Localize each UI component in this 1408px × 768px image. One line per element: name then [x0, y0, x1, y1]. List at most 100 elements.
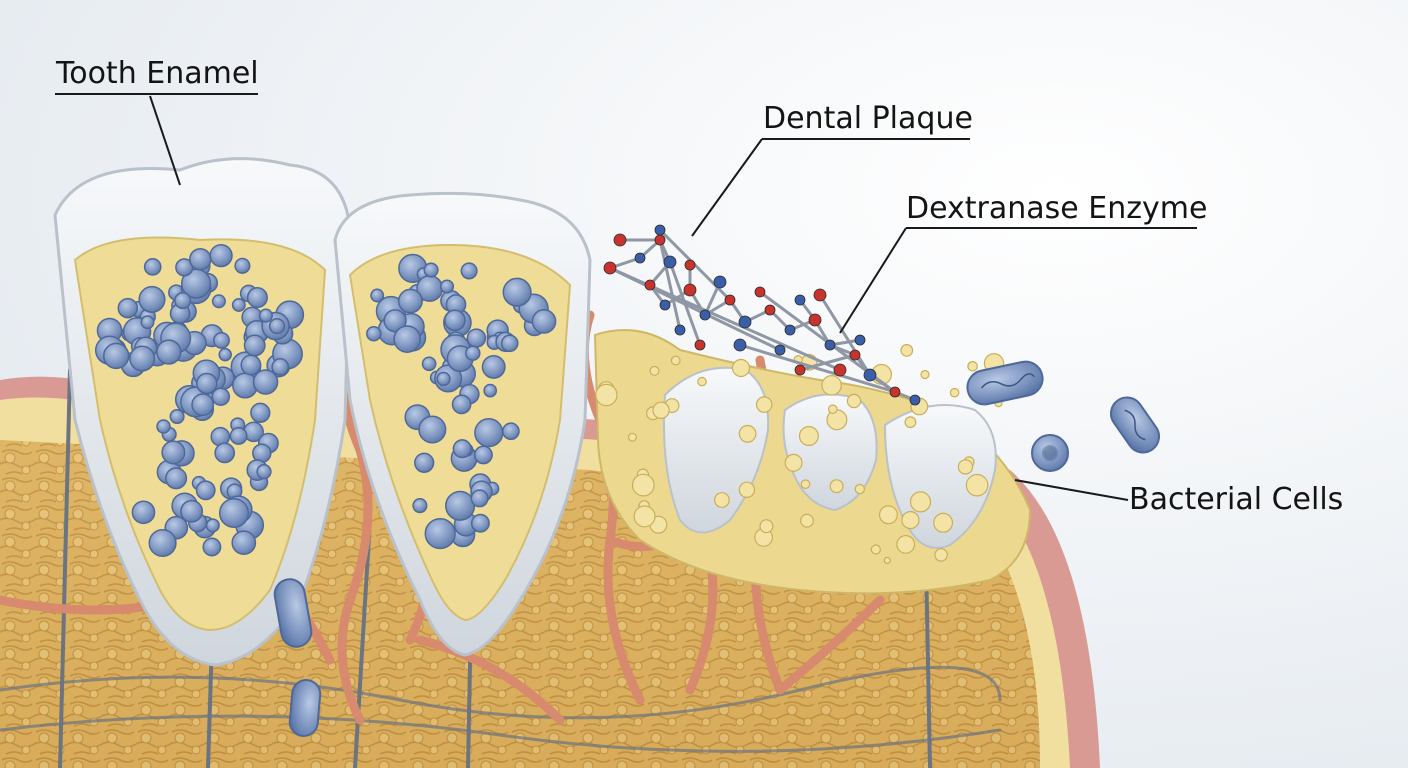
- plaque-granule: [884, 557, 890, 563]
- bacterium-icon: [132, 501, 154, 523]
- molecule-atom: [684, 284, 696, 296]
- bacterium-icon: [260, 309, 273, 322]
- bacterium-icon: [502, 335, 518, 351]
- plaque-granule: [855, 485, 864, 494]
- bacterium-icon: [232, 531, 255, 554]
- bacterium-icon: [503, 423, 519, 439]
- bacterium-icon: [394, 326, 420, 352]
- plaque-granule: [829, 405, 837, 413]
- plaque-granule: [897, 536, 915, 554]
- plaque-granule: [911, 492, 931, 512]
- bacterium-icon: [413, 499, 427, 513]
- bacterium-icon: [532, 310, 555, 333]
- bacterium-icon: [475, 446, 492, 463]
- bacterium-icon: [104, 343, 129, 368]
- molecule-atom: [809, 314, 821, 326]
- bacterium-icon: [503, 278, 531, 306]
- bacterium-icon: [130, 346, 155, 371]
- bacterium-icon: [472, 515, 489, 532]
- molecule-atom: [725, 295, 735, 305]
- bacterium-icon: [270, 319, 285, 334]
- plaque-granule: [739, 482, 754, 497]
- molecule-atom: [604, 262, 616, 274]
- bacterium-icon: [446, 492, 475, 521]
- plaque-granule: [757, 397, 772, 412]
- molecule-atom: [814, 289, 826, 301]
- bacterium-icon: [484, 385, 496, 397]
- label-bacterial-cells: Bacterial Cells: [1129, 482, 1343, 518]
- bacterium-icon: [272, 359, 288, 375]
- plaque-granule: [801, 514, 814, 527]
- bacterium-icon: [197, 481, 215, 499]
- molecule-atom: [855, 335, 865, 345]
- bacterium-icon: [219, 349, 231, 361]
- molecule-atom: [739, 316, 751, 328]
- molecule-atom: [775, 345, 785, 355]
- molecule-atom: [645, 280, 655, 290]
- bacterium-icon: [145, 259, 161, 275]
- bacterium-icon: [467, 329, 485, 347]
- plaque-granule: [847, 394, 860, 407]
- molecule-atom: [660, 300, 670, 310]
- bacterium-icon: [157, 420, 170, 433]
- bacterium-icon: [483, 356, 505, 378]
- bacterium-icon: [453, 395, 471, 413]
- plaque-granule: [629, 433, 637, 441]
- bacterium-icon: [149, 530, 176, 557]
- plaque-granule: [966, 475, 987, 496]
- bacterium-icon: [441, 280, 454, 293]
- molecule-atom: [910, 395, 920, 405]
- molecule-atom: [834, 364, 846, 376]
- molecule-atom: [825, 340, 835, 350]
- bacterium-icon: [445, 310, 465, 330]
- bacterium-icon: [251, 403, 270, 422]
- plaque-granule: [698, 377, 706, 385]
- plaque-granule: [801, 480, 809, 488]
- plaque-granule: [785, 454, 802, 471]
- bacterium-icon: [207, 519, 220, 532]
- bacterium-icon: [157, 340, 181, 364]
- label-tooth-enamel: Tooth Enamel: [56, 56, 259, 92]
- molecule-atom: [655, 235, 665, 245]
- molecule-atom: [664, 256, 676, 268]
- bacterium-icon: [233, 299, 245, 311]
- bacterium-icon: [170, 410, 184, 424]
- bacterium-icon: [215, 443, 234, 462]
- bacterium-icon: [230, 428, 246, 444]
- molecule-atom: [614, 234, 626, 246]
- plaque-granule: [830, 480, 843, 493]
- label-dextranase-enzyme: Dextranase Enzyme: [906, 191, 1207, 227]
- bacterium-icon: [213, 295, 226, 308]
- plaque-granule: [733, 360, 750, 377]
- bacterium-icon: [453, 440, 471, 458]
- molecule-atom: [755, 287, 765, 297]
- bacterium-icon: [220, 499, 249, 528]
- bacterium-icon: [419, 416, 446, 443]
- bacterium-icon: [461, 263, 477, 279]
- bacterium-icon: [245, 335, 265, 355]
- plaque-granule: [958, 460, 972, 474]
- bacterium-icon: [425, 519, 455, 549]
- bacterium-icon: [181, 501, 202, 522]
- plaque-granule: [871, 545, 880, 554]
- bacterium-icon: [423, 357, 436, 370]
- molecule-atom: [850, 350, 860, 360]
- bacterium-icon: [141, 316, 153, 328]
- bacterium-icon: [214, 333, 229, 348]
- bacterium-icon: [471, 490, 488, 507]
- plaque-granule: [671, 356, 680, 365]
- bacterium-icon: [175, 293, 191, 309]
- bacterium-icon: [210, 245, 232, 267]
- plaque-granule: [901, 345, 913, 357]
- molecule-atom: [675, 325, 685, 335]
- molecule-atom: [700, 310, 710, 320]
- plaque-granule: [653, 402, 669, 418]
- molecule-atom: [655, 225, 665, 235]
- plaque-granule: [950, 389, 958, 397]
- bacterium-icon: [424, 263, 438, 277]
- molecule-atom: [765, 305, 775, 315]
- plaque-granule: [935, 549, 947, 561]
- bacterium-icon: [466, 346, 480, 360]
- bacterium-icon: [162, 441, 185, 464]
